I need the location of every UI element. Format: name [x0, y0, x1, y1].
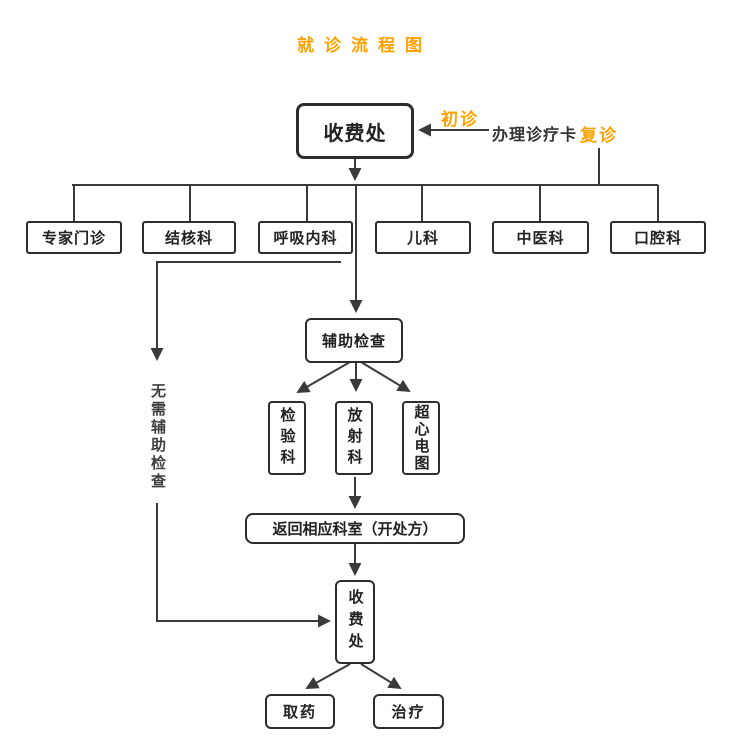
- node-ultrasound-ecg-room: 超心电图: [402, 401, 440, 475]
- node-dept-pediatrics: 儿科: [375, 221, 471, 254]
- connectors: [72, 123, 659, 690]
- connector-bypass-bottom: [156, 503, 331, 628]
- connector-fee-to-pharmacy: [305, 663, 351, 689]
- node-lab-room: 检验科: [268, 401, 306, 475]
- return-visit-label: 复诊: [580, 126, 618, 145]
- node-treatment: 治疗: [373, 694, 444, 729]
- no-aux-exam-label: 无需辅助检查: [149, 383, 166, 491]
- node-return-department: 返回相应科室（开处方）: [245, 513, 465, 544]
- node-dept-tcm: 中医科: [492, 221, 589, 254]
- node-pharmacy: 取药: [265, 694, 335, 729]
- connector-aux-to-ecg: [360, 361, 411, 393]
- node-dept-respiratory: 呼吸内科: [258, 221, 353, 254]
- connector-aux-to-lab: [296, 361, 351, 393]
- card-registration-label: 办理诊疗卡: [492, 127, 578, 144]
- node-fee-office-top: 收费处: [296, 103, 414, 159]
- connector-fee-to-treatment: [360, 663, 402, 690]
- node-dept-expert-clinic: 专家门诊: [26, 221, 122, 254]
- node-radiology-room: 放射科: [335, 401, 373, 475]
- first-visit-label: 初诊: [441, 110, 479, 129]
- connector-bypass-top: [150, 261, 341, 361]
- page-title: 就诊流程图: [297, 36, 432, 55]
- node-auxiliary-exam: 辅助检查: [305, 318, 403, 363]
- node-dept-dental: 口腔科: [610, 221, 706, 254]
- node-dept-tuberculosis: 结核科: [142, 221, 236, 254]
- node-fee-office-bottom: 收费处: [335, 580, 375, 664]
